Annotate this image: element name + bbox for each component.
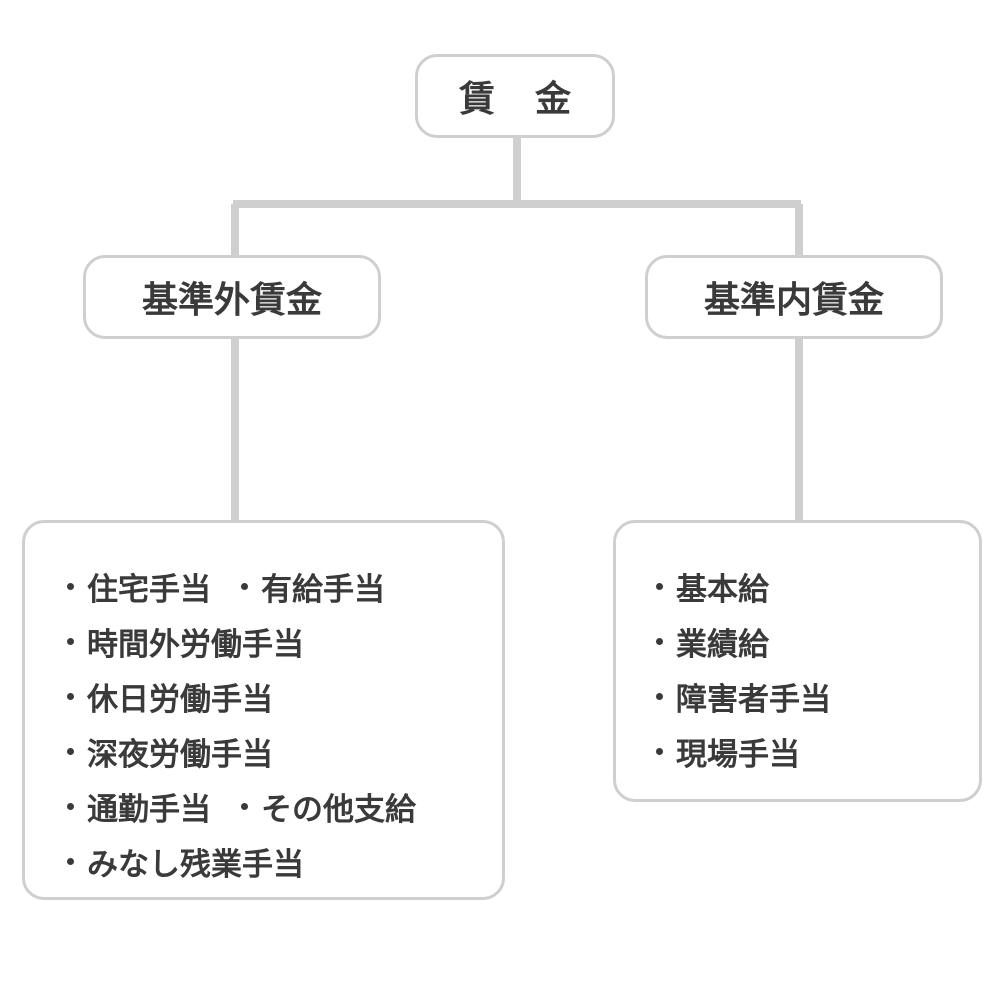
bullet-icon — [656, 748, 663, 755]
list-item: その他支給 — [241, 784, 416, 829]
branch-node-standard-wage: 基準内賃金 — [645, 255, 943, 339]
list-row: みなし残業手当 — [67, 834, 502, 889]
list-item: 休日労働手当 — [67, 674, 273, 719]
bullet-icon — [67, 803, 74, 810]
list-row: 業績給 — [656, 614, 979, 669]
standard-wage-items-box: 基本給 業績給 障害者手当 現場手当 — [613, 520, 982, 802]
list-row: 障害者手当 — [656, 669, 979, 724]
list-item-label: 深夜労働手当 — [87, 737, 273, 773]
non-standard-wage-items-box: 住宅手当 有給手当 時間外労働手当 休日労働手当 深夜労働手当 通勤手当 その他… — [22, 520, 505, 900]
list-item: みなし残業手当 — [67, 839, 304, 884]
bullet-icon — [656, 583, 663, 590]
list-row: 通勤手当 その他支給 — [67, 779, 502, 834]
list-item-label: 業績給 — [676, 627, 769, 663]
list-item-label: 現場手当 — [676, 737, 800, 773]
list-item: 基本給 — [656, 564, 769, 609]
list-item: 現場手当 — [656, 729, 800, 774]
list-item: 障害者手当 — [656, 674, 831, 719]
list-item: 通勤手当 — [67, 784, 211, 829]
list-item: 業績給 — [656, 619, 769, 664]
list-item-label: 住宅手当 — [87, 572, 211, 608]
list-row: 休日労働手当 — [67, 669, 502, 724]
list-item-label: 通勤手当 — [87, 792, 211, 828]
list-item: 深夜労働手当 — [67, 729, 273, 774]
bullet-icon — [67, 858, 74, 865]
bullet-icon — [656, 638, 663, 645]
list-item-label: 有給手当 — [261, 572, 385, 608]
list-item-label: その他支給 — [261, 792, 416, 828]
list-item-label: 休日労働手当 — [87, 682, 273, 718]
bullet-icon — [656, 693, 663, 700]
root-node-label: 賃金 — [458, 79, 611, 120]
bullet-icon — [67, 693, 74, 700]
branch-node-label: 基準内賃金 — [703, 280, 884, 321]
list-item-label: 基本給 — [676, 572, 769, 608]
list-item: 時間外労働手当 — [67, 619, 304, 664]
list-row: 現場手当 — [656, 724, 979, 779]
branch-node-label: 基準外賃金 — [141, 280, 322, 321]
bullet-icon — [241, 803, 248, 810]
list-row: 深夜労働手当 — [67, 724, 502, 779]
list-item-label: 時間外労働手当 — [87, 627, 304, 663]
bullet-icon — [67, 748, 74, 755]
list-row: 基本給 — [656, 559, 979, 614]
bullet-icon — [241, 583, 248, 590]
bullet-icon — [67, 638, 74, 645]
root-node-wage: 賃金 — [415, 54, 615, 138]
list-item: 有給手当 — [241, 564, 385, 609]
bullet-icon — [67, 583, 74, 590]
branch-node-non-standard-wage: 基準外賃金 — [83, 255, 381, 339]
list-row: 住宅手当 有給手当 — [67, 559, 502, 614]
list-item: 住宅手当 — [67, 564, 211, 609]
list-row: 時間外労働手当 — [67, 614, 502, 669]
list-item-label: みなし残業手当 — [87, 847, 304, 883]
list-item-label: 障害者手当 — [676, 682, 831, 718]
